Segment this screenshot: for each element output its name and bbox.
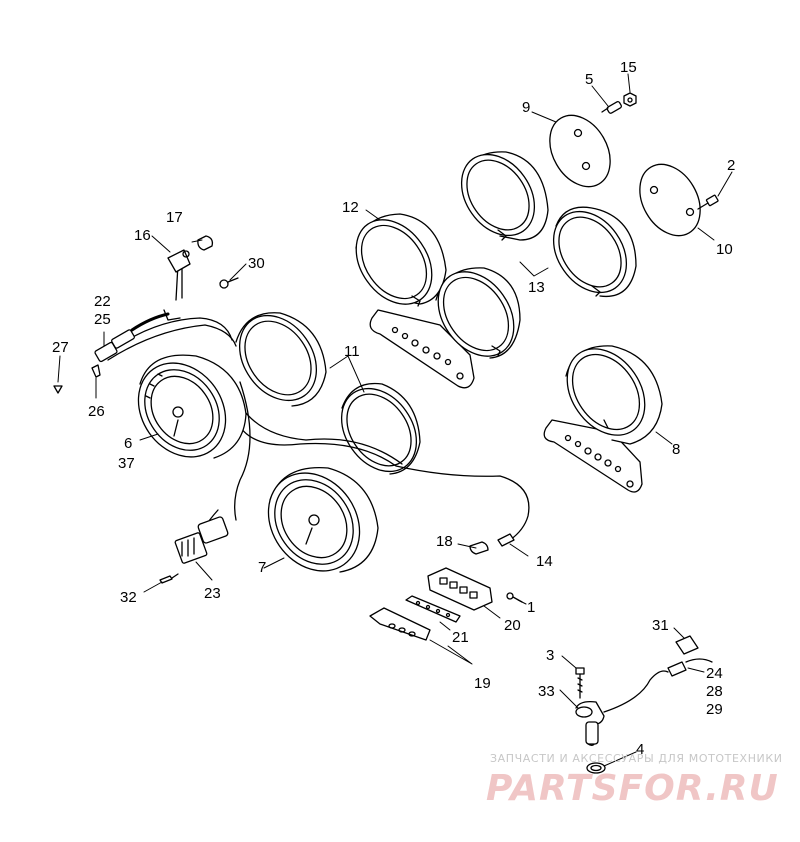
connector-14 xyxy=(497,533,515,547)
callout-33: 33 xyxy=(538,683,555,700)
gauge-cup-13-lower xyxy=(552,206,637,298)
bezel-cover-9 xyxy=(549,114,611,188)
callout-15: 15 xyxy=(620,59,637,76)
gauge-7 xyxy=(267,466,379,573)
callout-12: 12 xyxy=(342,199,359,216)
callout-32: 32 xyxy=(120,589,137,606)
lens-19 xyxy=(369,607,431,641)
indicator-housing-20 xyxy=(427,567,493,611)
leader-lines xyxy=(57,73,733,767)
connector-22-25 xyxy=(94,312,170,363)
gauge-cup-13-upper xyxy=(460,151,549,241)
callout-18: 18 xyxy=(436,533,453,550)
callout-9: 9 xyxy=(522,99,530,116)
callout-37: 37 xyxy=(118,455,135,472)
callout-10: 10 xyxy=(716,241,733,258)
seal-27 xyxy=(53,385,63,394)
bezel-cover-10 xyxy=(639,163,701,237)
screw-30 xyxy=(219,277,239,289)
callout-8: 8 xyxy=(672,441,680,458)
watermark-logo: PARTSFOR.RU xyxy=(486,768,779,809)
callout-4: 4 xyxy=(636,741,644,758)
callout-5: 5 xyxy=(585,71,593,88)
callout-23: 23 xyxy=(204,585,221,602)
callout-16: 16 xyxy=(134,227,151,244)
callout-22: 22 xyxy=(94,293,111,310)
callout-19: 19 xyxy=(474,675,491,692)
screw-5 xyxy=(601,100,622,114)
watermark-tagline: ЗАПЧАСТИ И АКСЕССУАРЫ ДЛЯ МОТОТЕХНИКИ xyxy=(490,752,783,765)
bulb-17 xyxy=(197,235,214,251)
callout-30: 30 xyxy=(248,255,265,272)
gauge-cup-11-upper xyxy=(235,312,327,407)
callout-2: 2 xyxy=(727,157,735,174)
gauge-cup-12 xyxy=(355,213,447,307)
callout-26: 28 xyxy=(706,683,723,700)
gauge-cup-12b xyxy=(435,267,521,359)
bolt-3 xyxy=(575,667,585,699)
callout-20: 20 xyxy=(504,617,521,634)
gauge-cup-11-lower xyxy=(340,382,421,475)
callout-24: 24 xyxy=(706,665,723,682)
terminal-29 xyxy=(91,364,101,378)
callout-31: 31 xyxy=(652,617,669,634)
terminal-32 xyxy=(159,573,179,584)
callout-6: 6 xyxy=(124,435,132,452)
clip-31 xyxy=(675,635,699,655)
callout-labels: 2 5 15 9 10 12 13 11 8 6 37 7 17 16 30 2… xyxy=(52,59,735,758)
screw-2 xyxy=(697,194,719,210)
callout-7: 7 xyxy=(258,559,266,576)
callout-1: 1 xyxy=(527,599,535,616)
screw-1 xyxy=(506,592,523,603)
callout-14: 14 xyxy=(536,553,553,570)
callout-29: 26 xyxy=(88,403,105,420)
lens-21 xyxy=(405,595,461,623)
nut-15 xyxy=(623,92,637,107)
lamp-socket-16 xyxy=(167,249,191,273)
callout-27: 27 xyxy=(52,339,69,356)
callout-25: 25 xyxy=(94,311,111,328)
callout-13: 13 xyxy=(528,279,545,296)
callout-28: 29 xyxy=(706,701,723,718)
callout-11: 11 xyxy=(344,343,360,360)
gauge-cup-8 xyxy=(565,345,663,445)
o-ring-4 xyxy=(586,762,606,774)
watermark: ЗАПЧАСТИ И АКСЕССУАРЫ ДЛЯ МОТОТЕХНИКИ PA… xyxy=(486,752,783,809)
connector-23 xyxy=(174,516,229,564)
speed-sensor-33 xyxy=(575,658,713,746)
callout-21: 21 xyxy=(452,629,469,646)
gauge-6-37 xyxy=(137,354,247,459)
callout-3: 3 xyxy=(546,647,554,664)
gauge-cup-12-bracket xyxy=(369,309,475,389)
lamp-18 xyxy=(469,541,489,555)
callout-17: 17 xyxy=(166,209,183,226)
